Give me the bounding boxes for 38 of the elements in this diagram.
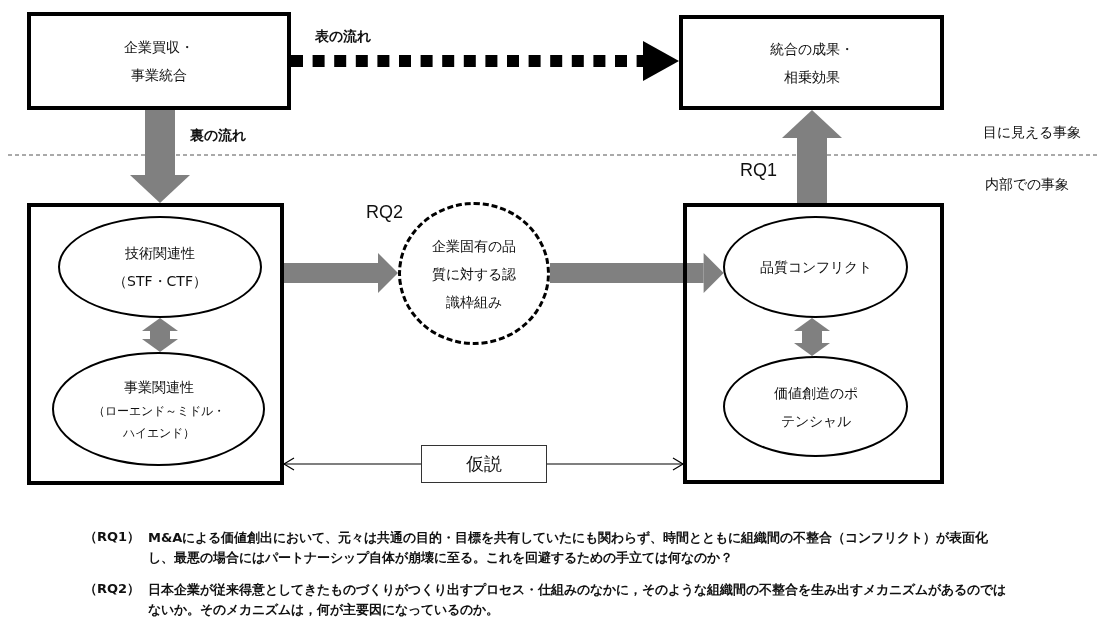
ellipse-node xyxy=(52,352,265,466)
node-text: 価値創造のポテンシャル xyxy=(772,383,859,431)
node-text: （STF・CTF） xyxy=(113,272,207,291)
note-text: M&Aによる価値創出において、元々は共通の目的・目標を共有していたにも関わらず、時間とともに組織間の不整合（コンフリクト）が表面化し、最悪の場合にはパートナーシップ自体が崩壊に至る。これを回避するための手立ては何なのか？ xyxy=(148,529,990,568)
arrow xyxy=(130,110,190,203)
process-box xyxy=(679,15,944,110)
process-box xyxy=(27,203,284,485)
node-text: 統合の成果・相乗効果 xyxy=(768,39,855,87)
process-box xyxy=(683,203,944,484)
note-text: 日本企業が従来得意としてきたものづくりがつくり出すプロセス・仕組みのなかに，そのような組織間の不整合を生み出すメカニズムがあるのではないか。そのメカニズムは，何が主要因になっているのか。 xyxy=(148,581,1007,620)
arrow xyxy=(550,253,724,293)
region-label: 目に見える事象 xyxy=(983,124,1081,142)
node-text: 事業関連性 xyxy=(123,378,194,398)
ellipse-node xyxy=(58,216,262,318)
hypothesis-box xyxy=(421,445,547,483)
node-text: 技術関連性 xyxy=(125,244,195,263)
note-number: （RQ2） xyxy=(84,580,141,598)
ellipse-node xyxy=(723,216,908,318)
rq-label: RQ1 xyxy=(740,160,777,181)
note-number: （RQ1） xyxy=(84,528,141,546)
arrow xyxy=(782,110,842,203)
arrow xyxy=(794,317,830,357)
node-text: 仮説 xyxy=(466,452,502,476)
node-text: （ローエンド～ミドル・ハイエンド） xyxy=(91,403,226,442)
node-text: 企業固有の品質に対する認識枠組み xyxy=(431,236,517,312)
edge-label: 表の流れ xyxy=(315,28,371,46)
arrow xyxy=(284,253,398,293)
arrow xyxy=(546,457,684,471)
node-text: 品質コンフリクト xyxy=(759,258,872,277)
node-text: 企業買収・事業統合 xyxy=(123,38,195,85)
process-box xyxy=(27,12,291,110)
arrow xyxy=(142,318,178,352)
region-label: 内部での事象 xyxy=(985,176,1069,194)
edge-label: 裏の流れ xyxy=(190,127,246,145)
arrow xyxy=(283,457,422,471)
arrow xyxy=(291,41,679,81)
rq-label: RQ2 xyxy=(366,202,403,223)
ellipse-node xyxy=(723,356,908,457)
